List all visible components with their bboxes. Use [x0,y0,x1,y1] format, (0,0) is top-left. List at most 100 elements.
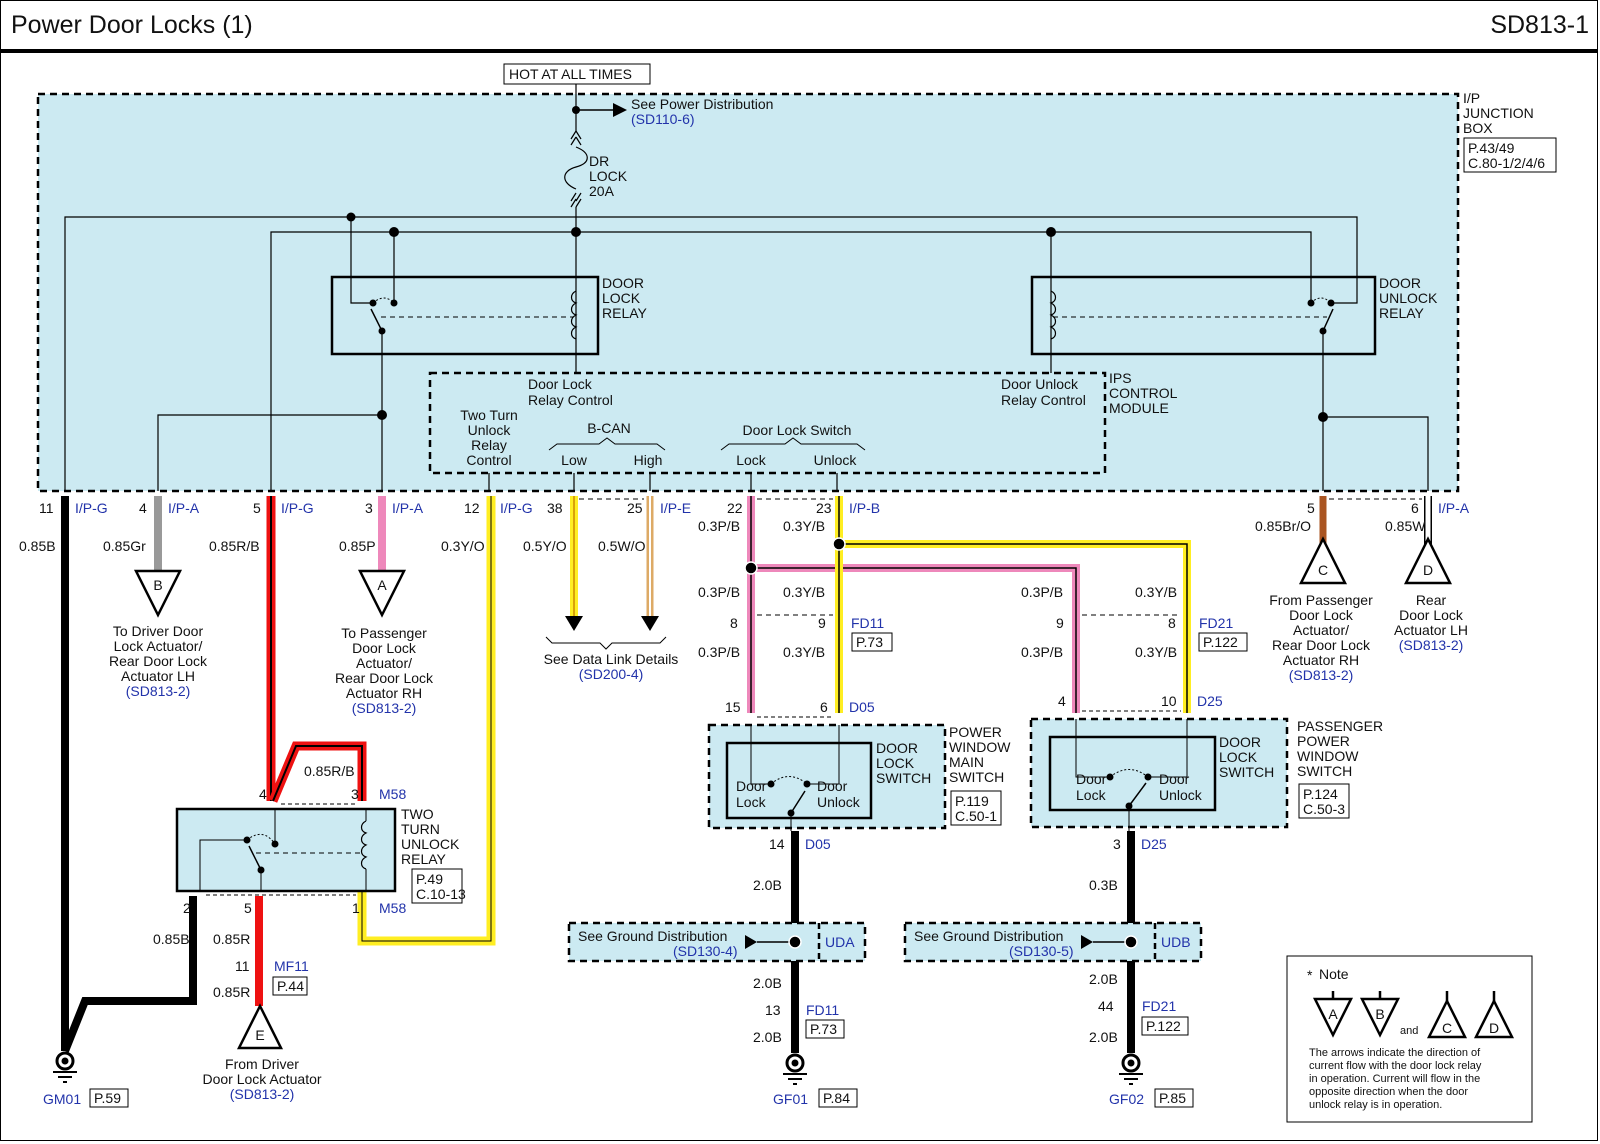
main-ref-1[interactable]: P.119 [955,793,989,809]
wire-5r: 0.85Br/O [1255,518,1311,534]
pin-22: 22 [727,500,743,516]
ground-gf02-page[interactable]: P.85 [1159,1090,1186,1106]
pin-5: 5 [253,500,261,516]
ground-dist-udb-box [903,921,1203,963]
tt-name-4: RELAY [401,851,447,867]
offpage-b-triangle-icon [133,569,183,618]
offpage-b-desc-2: Lock Actuator/ [114,638,203,654]
offpage-d-triangle-icon [1403,536,1453,585]
ground-gm01-page[interactable]: P.59 [94,1090,121,1106]
pass-fd-ref[interactable]: P.122 [1146,1018,1181,1034]
pass-pin-unlock: 10 [1161,693,1177,709]
pass-sw-label-2: LOCK [1219,749,1258,765]
offpage-a-desc-3: Actuator/ [356,655,412,671]
power-distribution-ref[interactable]: (SD110-6) [631,111,695,127]
pin-38: 38 [547,500,563,516]
fd11-wire-pb-bot: 0.3P/B [698,644,740,660]
wire-5: 0.85R/B [209,538,260,554]
two-turn-control-4: Control [466,452,511,468]
offpage-b-ref[interactable]: (SD813-2) [126,683,191,699]
data-link-label[interactable]: See Data Link Details [544,651,679,667]
main-name-1: POWER [949,724,1002,740]
offpage-B[interactable]: B To Driver Door Lock Actuator/ Rear Doo… [109,569,208,699]
ground-dist-udb-ref[interactable]: (SD130-5) [1009,943,1074,959]
page-header: Power Door Locks (1) SD813-1 [1,1,1597,53]
door-lock-relay-control-1: Door Lock [528,376,593,392]
ground-dist-udb-arrow-icon [1081,935,1093,949]
fd21-ref[interactable]: P.122 [1203,634,1238,650]
two-turn-coil-icon [360,820,368,870]
tt-ref-2[interactable]: C.10-13 [416,886,466,902]
pin-12: 12 [464,500,480,516]
door-lock-relay-label-2: LOCK [602,290,641,306]
main-door-unlock-1: Door [817,778,848,794]
offpage-e-ref[interactable]: (SD813-2) [230,1086,295,1102]
note-title: Note [1319,966,1349,982]
door-lock-relay-label-1: DOOR [602,275,644,291]
door-unlock-relay-control-1: Door Unlock [1001,376,1079,392]
pass-name-1: PASSENGER [1297,718,1383,734]
offpage-A[interactable]: A To Passenger Door Lock Actuator/ Rear … [335,569,434,716]
offpage-c-desc-2: Door Lock [1289,607,1354,623]
ground-dist-uda[interactable]: See Ground Distribution [578,928,727,944]
bcan-low-label: Low [561,452,588,468]
offpage-e-triangle-icon [236,1003,284,1050]
wire-23: 0.3Y/B [783,518,825,534]
pass-name-3: WINDOW [1297,748,1359,764]
main-fd-ref[interactable]: P.73 [810,1021,837,1037]
ground-dist-udb[interactable]: See Ground Distribution [914,928,1063,944]
ground-dist-uda-ref[interactable]: (SD130-4) [673,943,738,959]
offpage-d-ref[interactable]: (SD813-2) [1399,637,1464,653]
fd21-wire-pb-bot: 0.3P/B [1021,644,1063,660]
door-lock-switch-label: Door Lock Switch [743,422,852,438]
conn-4: I/P-A [168,500,200,516]
pass-gnd-wire-1: 0.3B [1089,877,1118,893]
ground-gf01-page[interactable]: P.84 [823,1090,850,1106]
wire-12: 0.3Y/O [441,538,485,554]
ground-gm01-icon [53,1051,77,1083]
tt-ref-1[interactable]: P.49 [416,871,443,887]
conn-11: I/P-G [75,500,108,516]
pass-ref-1[interactable]: P.124 [1303,786,1338,802]
pin-11: 11 [39,500,54,516]
two-turn-control-2: Unlock [468,422,512,438]
wire-25: 0.5W/O [598,538,646,554]
offpage-d-desc-3: Actuator LH [1394,622,1468,638]
mf-ref[interactable]: P.44 [277,978,304,994]
main-name-2: WINDOW [949,739,1011,755]
conn-23: I/P-B [849,500,880,516]
wire-22: 0.3P/B [698,518,740,534]
pass-door-unlock-1: Door [1159,771,1190,787]
main-ref-2[interactable]: C.50-1 [955,808,997,824]
door-lock-relay-label-3: RELAY [602,305,648,321]
offpage-c-desc-3: Actuator/ [1293,622,1349,638]
offpage-a-desc-1: To Passenger [341,625,427,641]
note-line-5: unlock relay is in operation. [1309,1099,1442,1111]
pin-3: 3 [365,500,373,516]
fd11-ref[interactable]: P.73 [856,634,883,650]
offpage-E[interactable]: E From Driver Door Lock Actuator (SD813-… [202,1003,322,1102]
note-sym-c: C [1442,1020,1452,1036]
offpage-C[interactable]: C From Passenger Door Lock Actuator/ Rea… [1269,536,1373,683]
ground-gf02: GF02 [1109,1091,1144,1107]
door-unlock-relay-label-2: UNLOCK [1379,290,1438,306]
conn-12: I/P-G [500,500,533,516]
tt-pin4: 4 [259,786,267,802]
offpage-b-desc-4: Actuator LH [121,668,195,684]
junction-box-ref-1[interactable]: P.43/49 [1468,140,1515,156]
pass-name-4: SWITCH [1297,763,1352,779]
offpage-a-ref[interactable]: (SD813-2) [352,700,417,716]
junction-box-ref-2[interactable]: C.80-1/2/4/6 [1468,155,1545,171]
offpage-b-letter: B [153,577,162,593]
offpage-e-letter: E [255,1027,264,1043]
offpage-D[interactable]: D Rear Door Lock Actuator LH (SD813-2) [1394,536,1468,653]
see-power-distribution[interactable]: See Power Distribution [631,96,773,112]
data-link-ref[interactable]: (SD200-4) [579,666,644,682]
pass-sw-label-1: DOOR [1219,734,1261,750]
note-asterisk: * [1307,967,1313,983]
ground-dist-uda-arrow-icon [745,935,757,949]
pass-ref-2[interactable]: C.50-3 [1303,801,1345,817]
offpage-c-ref[interactable]: (SD813-2) [1289,667,1354,683]
offpage-b-desc-1: To Driver Door [113,623,204,639]
